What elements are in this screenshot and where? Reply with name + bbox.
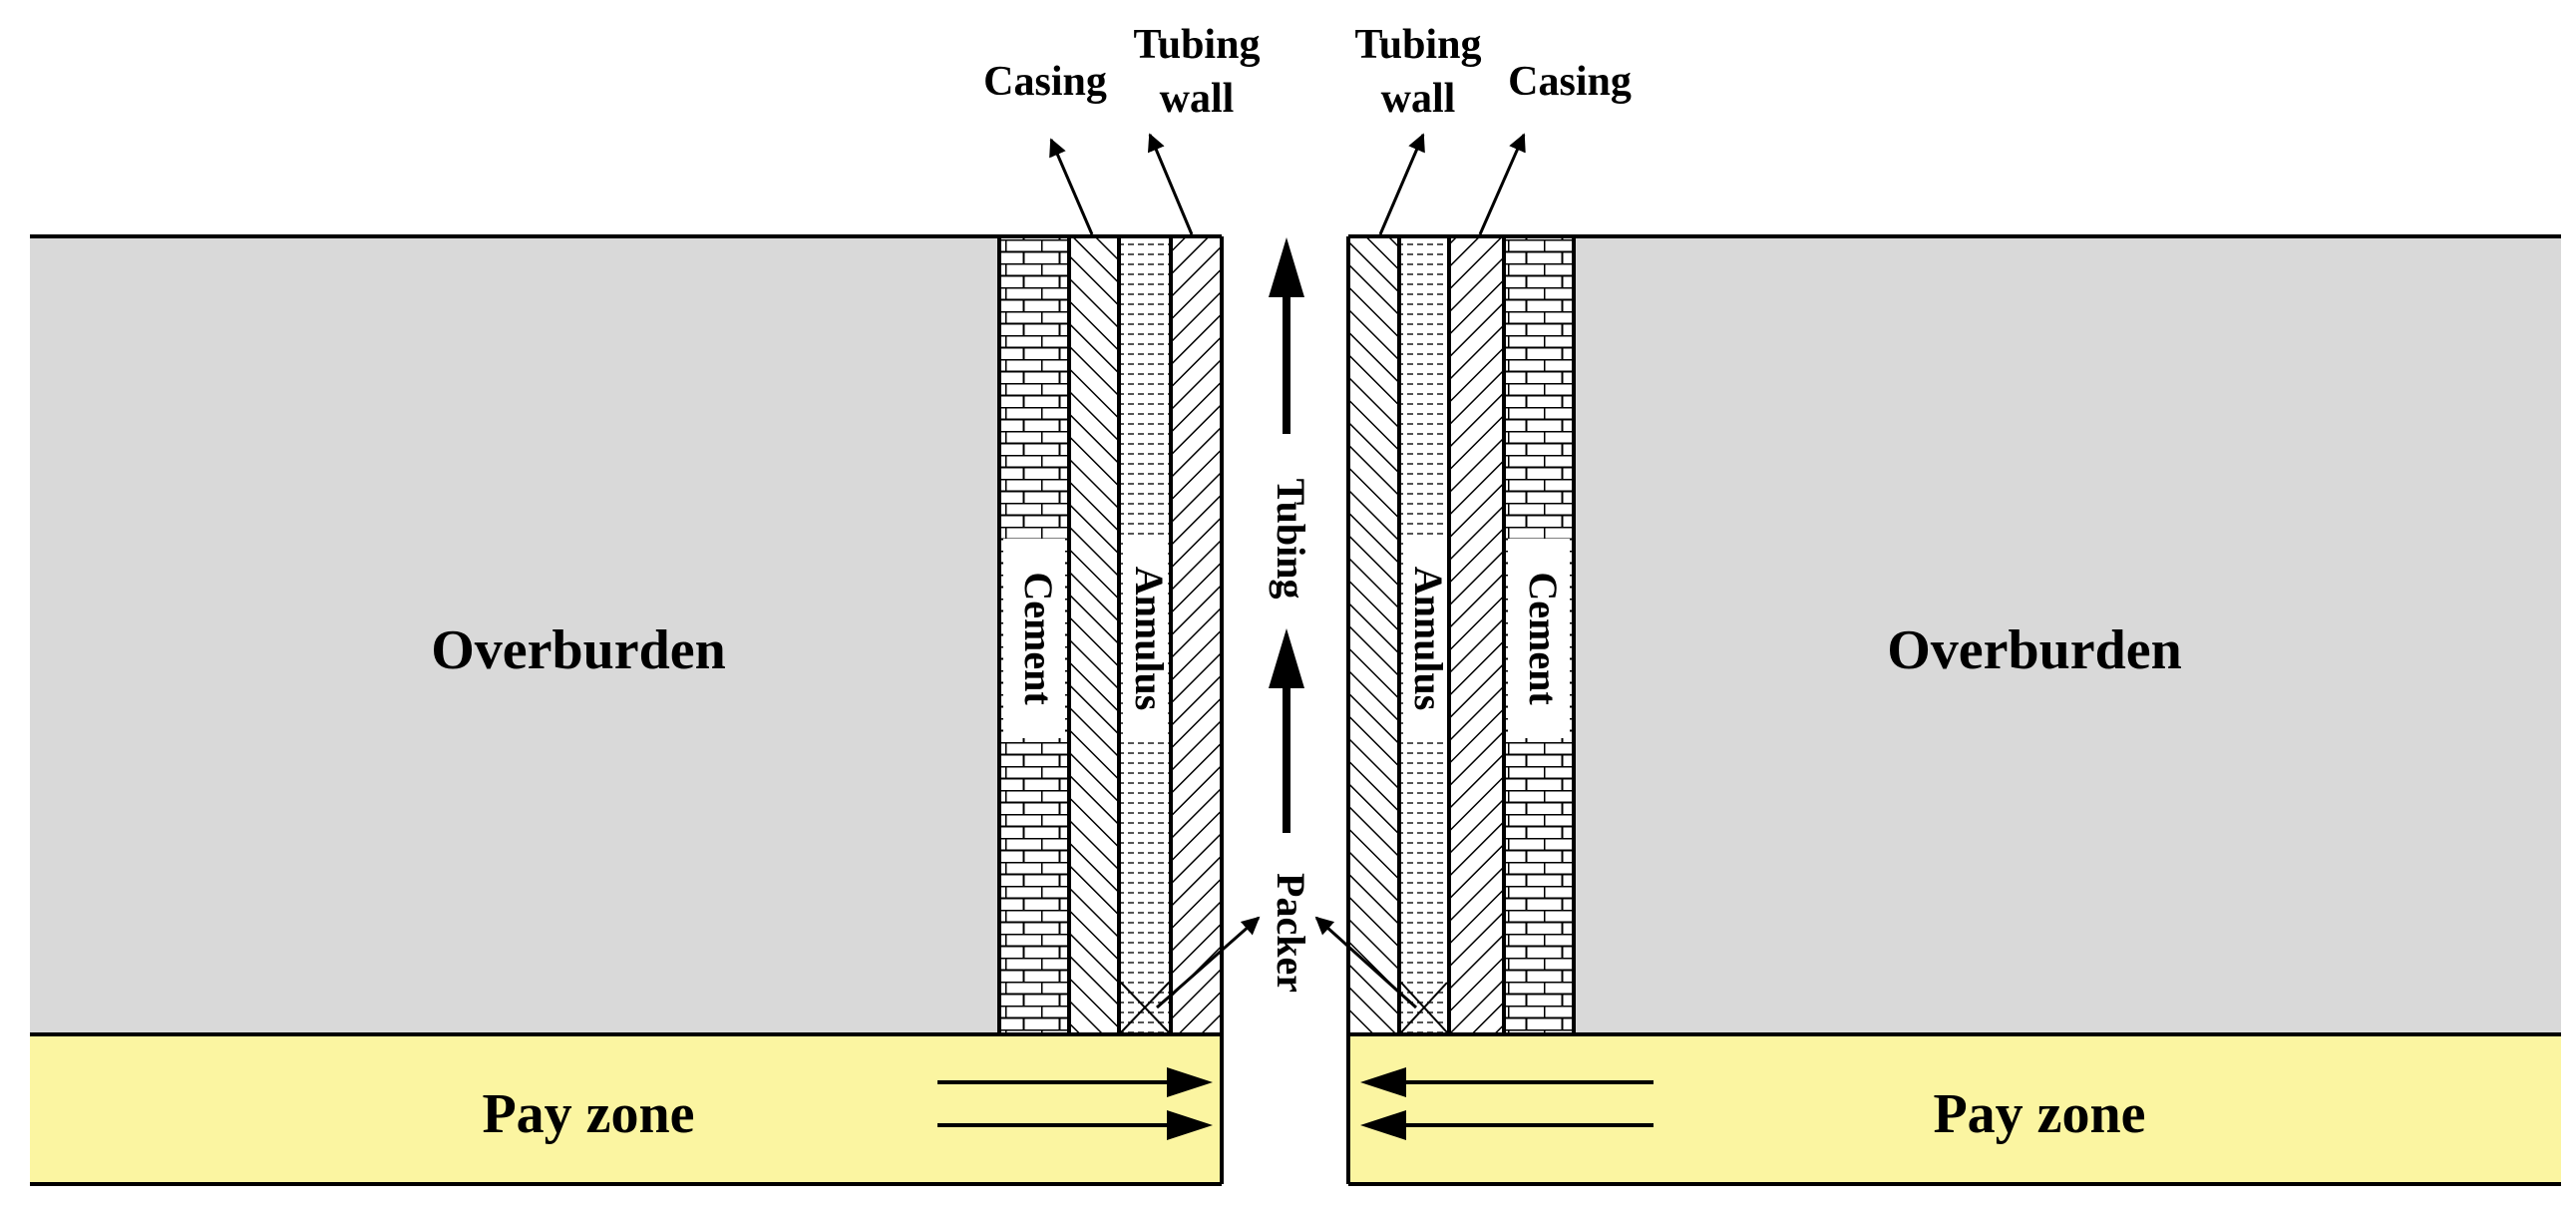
right-annulus-label: Annulus: [1406, 567, 1451, 711]
right-tubing-wall-label-line2: wall: [1381, 76, 1456, 122]
left-overburden-label: Overburden: [431, 619, 726, 681]
right-tubing-wall-label-line1: Tubing: [1355, 22, 1482, 68]
left-casing-label: Casing: [983, 59, 1107, 105]
right-casing-layer: [1449, 236, 1504, 1034]
pay-zone-inflow-arrows: [937, 1067, 1654, 1140]
right-pay-zone-label: Pay zone: [1933, 1083, 2145, 1145]
right-annulus-label-box: [1403, 539, 1445, 738]
left-annulus-label-box: [1123, 539, 1167, 738]
right-overburden-label: Overburden: [1887, 619, 2182, 681]
left-overburden-region: [30, 236, 999, 1034]
left-packer-mark: [1120, 982, 1170, 1033]
tubing-flow-arrows: [1269, 237, 1304, 833]
left-tubing-wall-label-line2: wall: [1160, 76, 1235, 122]
right-pay-zone-region: [1348, 1034, 2561, 1184]
packer-label: Packer: [1269, 873, 1313, 993]
left-pay-zone-label: Pay zone: [482, 1083, 694, 1145]
left-cement-label: Cement: [1016, 572, 1061, 705]
right-cement-label: Cement: [1521, 572, 1566, 705]
right-tubing-wall-layer: [1348, 236, 1399, 1034]
left-cement-label-box: [1003, 539, 1065, 738]
left-annulus-label: Annulus: [1127, 567, 1172, 711]
left-tubing-wall-layer: [1171, 236, 1222, 1034]
left-pay-zone-region: [30, 1034, 1222, 1184]
left-tubing-wall-label-line1: Tubing: [1134, 22, 1261, 68]
boundary-lines: [30, 234, 2561, 1186]
right-cement-label-box: [1508, 539, 1570, 738]
right-overburden-region: [1574, 236, 2561, 1034]
packer-pointer-lines: [1156, 916, 1418, 1009]
right-packer-mark: [1400, 982, 1448, 1033]
left-casing-layer: [1069, 236, 1119, 1034]
top-pointer-arrows: [1049, 133, 1526, 235]
tubing-label: Tubing: [1269, 479, 1313, 600]
right-casing-label: Casing: [1508, 59, 1632, 105]
